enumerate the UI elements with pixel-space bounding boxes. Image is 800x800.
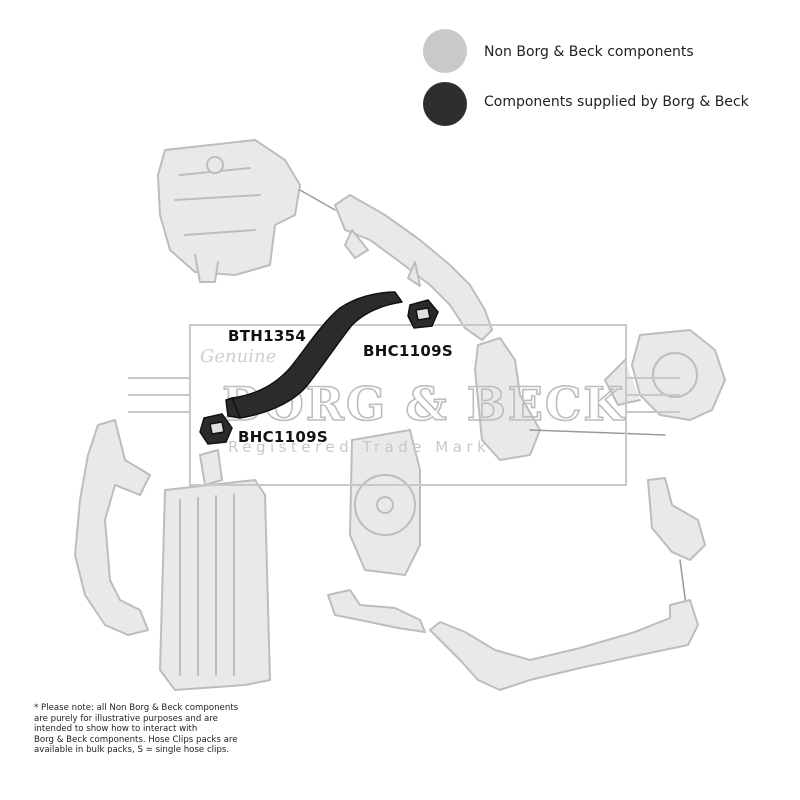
watermark-script: Genuine: [200, 346, 276, 367]
lower-right-hose: [327, 477, 706, 691]
note-line: intended to show how to interact with: [34, 724, 198, 734]
engine-block: [157, 139, 301, 283]
note-line: available in bulk packs, S = single hose…: [34, 745, 230, 755]
intercooler: [159, 449, 271, 691]
fan-shroud: [349, 429, 421, 576]
label-bhc1109s-upper: BHC1109S: [363, 342, 453, 360]
label-bth1354: BTH1354: [228, 327, 307, 345]
elbow-hose: [474, 337, 666, 461]
legend-non-bb-label: Non Borg & Beck components: [484, 44, 694, 60]
legend-bb-label: Components supplied by Borg & Beck: [484, 94, 749, 110]
note-line: are purely for illustrative purposes and…: [34, 713, 218, 724]
label-bhc1109s-lower: BHC1109S: [238, 428, 328, 446]
upper-intake-pipe: [299, 189, 493, 341]
bhc1109s-clip-lower: [199, 413, 233, 445]
disclaimer-note: * Please note: all Non Borg & Beck compo…: [34, 703, 304, 756]
note-line: Borg & Beck components. Hose Clips packs…: [34, 734, 238, 745]
legend-non-bb-swatch: [423, 29, 467, 73]
watermark-tagline: Registered Trade Mark: [228, 438, 490, 456]
turbocharger: [604, 329, 726, 421]
bth1354-hose: [225, 291, 403, 419]
note-line: * Please note: all Non Borg & Beck compo…: [34, 703, 239, 713]
left-hose: [74, 419, 151, 636]
bhc1109s-clip-upper: [407, 299, 439, 329]
watermark: [128, 324, 680, 486]
legend-bb-swatch: [423, 82, 467, 126]
